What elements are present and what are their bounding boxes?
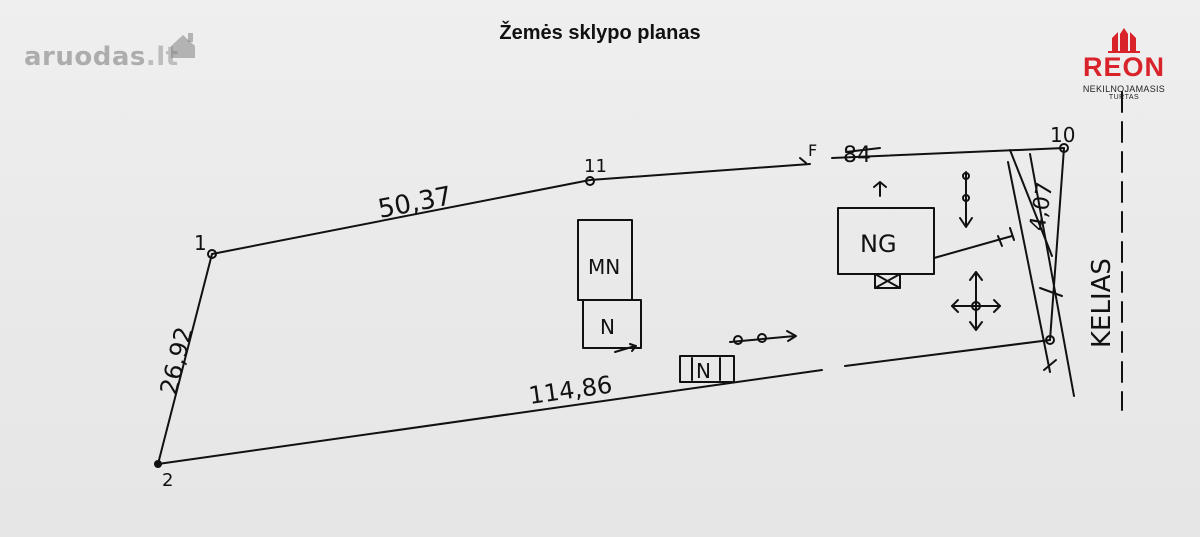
point-10-label: 10 — [1050, 123, 1075, 147]
logo-subtitle-2: TURTAS — [1108, 94, 1140, 101]
dimension-bottom: 114,86 — [527, 371, 614, 410]
point-f-label: F — [808, 141, 817, 160]
logo-subtitle-1: NEKILNOJAMASIS — [1082, 84, 1166, 94]
point-2-label: 2 — [162, 470, 173, 491]
house-icon — [171, 33, 195, 58]
logo-emblem-icon — [1108, 28, 1140, 53]
dimension-top: 50,37 — [376, 181, 455, 225]
dimension-right: 4,07 — [1025, 180, 1058, 233]
plot-top-edge-left — [211, 163, 811, 255]
dimension-left: 26,92 — [155, 324, 199, 397]
aruodas-watermark: aruodas.lt — [24, 42, 179, 72]
point-2-marker — [154, 460, 162, 468]
plot-top-edge-right — [831, 147, 1065, 159]
building-ng-label: NG — [860, 230, 897, 258]
point-11-marker — [585, 176, 595, 186]
building-mn-label: MN — [588, 255, 620, 279]
point-1-label: 1 — [194, 231, 207, 255]
road-label: KELIAS — [1087, 258, 1117, 348]
plot-bottom-edge-right — [844, 339, 1051, 367]
plot-right-edge — [1049, 147, 1065, 341]
plot-left-edge — [157, 253, 213, 465]
point-11-label: 11 — [584, 156, 607, 177]
point-10-marker — [1059, 143, 1069, 153]
point-1-marker — [207, 249, 217, 259]
building-ng — [837, 207, 935, 275]
building-shed — [679, 355, 735, 383]
plot-bottom-edge-left — [157, 369, 823, 465]
shed-label: N — [696, 359, 711, 383]
page-title: Žemės sklypo planas — [499, 22, 701, 44]
building-n — [582, 299, 642, 349]
dimension-top-right: 84 — [843, 143, 871, 168]
logo-brand: REON — [1082, 52, 1165, 82]
reon-logo: REON NEKILNOJAMASIS TURTAS — [1064, 26, 1184, 106]
building-n-label: N — [600, 315, 615, 339]
watermark-text: aruodas — [24, 42, 146, 72]
